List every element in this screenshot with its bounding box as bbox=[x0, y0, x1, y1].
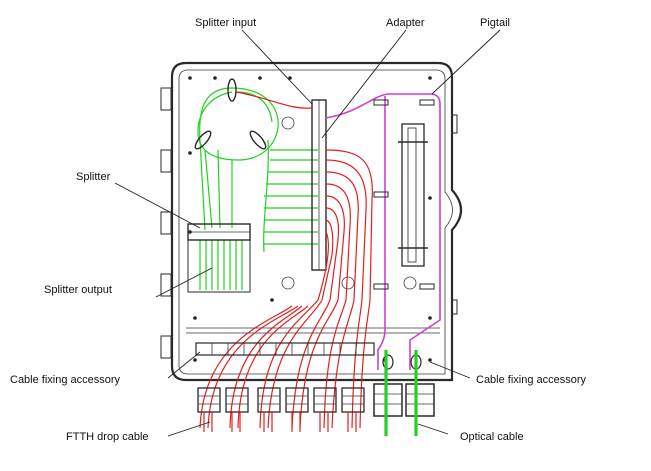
label-splitter-output: Splitter output bbox=[44, 284, 112, 296]
label-splitter: Splitter bbox=[76, 171, 111, 183]
label-optical-cable: Optical cable bbox=[460, 431, 524, 443]
label-cable-fixing-right: Cable fixing accessory bbox=[476, 374, 587, 386]
cable-fixing-strip-left bbox=[195, 342, 375, 356]
drop-cable-tails bbox=[203, 412, 357, 432]
splitter-fiber-loops bbox=[197, 87, 318, 290]
cable-gland-icon bbox=[197, 387, 221, 413]
hinge-tabs bbox=[160, 87, 172, 359]
cable-gland-icon bbox=[285, 387, 309, 413]
right-mounting-rail bbox=[373, 99, 435, 290]
label-adapter: Adapter bbox=[386, 17, 425, 29]
drop-cable-fibers bbox=[199, 91, 373, 429]
label-ftth-drop-cable: FTTH drop cable bbox=[66, 431, 149, 443]
label-cable-fixing-left: Cable fixing accessory bbox=[10, 374, 121, 386]
cable-gland-icon bbox=[313, 387, 337, 413]
adapter-panel bbox=[311, 99, 327, 271]
cable-gland-icon bbox=[373, 383, 403, 417]
fiber-clips bbox=[194, 78, 267, 150]
cable-gland-icon bbox=[405, 383, 435, 417]
pigtail-routing bbox=[325, 93, 441, 370]
annotation-labels: Splitter input Adapter Pigtail Splitter … bbox=[10, 17, 587, 443]
leader-lines bbox=[114, 29, 501, 437]
mounting-screws bbox=[188, 76, 432, 362]
cable-gland-icon bbox=[341, 387, 365, 413]
cable-gland-icon bbox=[225, 387, 249, 413]
optical-cable-tails bbox=[384, 350, 418, 436]
drop-cable-glands bbox=[197, 383, 435, 417]
splitter-module bbox=[187, 223, 251, 293]
label-splitter-input: Splitter input bbox=[195, 17, 256, 29]
label-pigtail: Pigtail bbox=[480, 17, 510, 29]
cable-gland-icon bbox=[257, 387, 281, 413]
